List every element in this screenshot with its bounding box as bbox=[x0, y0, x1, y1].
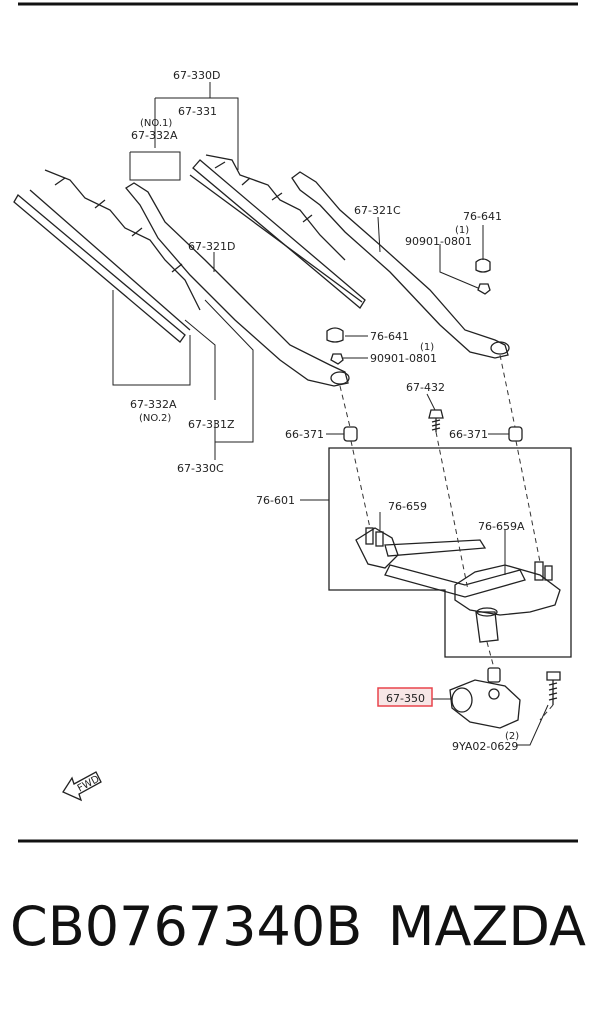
label-fwd: FWD bbox=[76, 774, 102, 795]
label-67-321C: 67-321C bbox=[354, 204, 401, 217]
bolt-9YA02-0629 bbox=[546, 671, 561, 705]
label-76-659: 76-659 bbox=[388, 500, 427, 513]
label-67-332A-top: 67-332A bbox=[131, 129, 178, 142]
label-qty2: (2) bbox=[505, 731, 519, 742]
label-no2: (NO.2) bbox=[139, 413, 171, 424]
cap-76-641-mid bbox=[326, 327, 344, 343]
label-9YA02-0629: 9YA02-0629 bbox=[452, 740, 518, 753]
linkage-assembly bbox=[355, 527, 561, 643]
assembly-dash-lines bbox=[339, 354, 554, 721]
highlight-box-67-350 bbox=[377, 687, 433, 707]
label-67-331Z: 67-331Z bbox=[188, 418, 235, 431]
nut-90901-top bbox=[477, 283, 491, 295]
label-67-330D: 67-330D bbox=[173, 69, 220, 82]
label-76-641-top: 76-641 bbox=[463, 210, 502, 223]
label-90901-top: 90901-0801 bbox=[405, 235, 472, 248]
leader-lines bbox=[112, 82, 549, 746]
wiper-arm-67-321C bbox=[291, 171, 510, 359]
pivot-cap-left bbox=[343, 426, 358, 442]
footer: CB0767340B MAZDA bbox=[0, 895, 600, 975]
label-76-601: 76-601 bbox=[256, 494, 295, 507]
label-67-350: 67-350 bbox=[386, 692, 425, 705]
label-67-330C: 67-330C bbox=[177, 462, 224, 475]
label-76-659A: 76-659A bbox=[478, 520, 525, 533]
wiper-blade-no1 bbox=[189, 154, 366, 309]
wiper-motor-67-350 bbox=[449, 667, 521, 729]
fwd-arrow-icon bbox=[62, 771, 102, 802]
label-66-371-left: 66-371 bbox=[285, 428, 324, 441]
label-66-371-right: 66-371 bbox=[449, 428, 488, 441]
label-qty1-mid: (1) bbox=[420, 342, 434, 353]
label-67-321D: 67-321D bbox=[188, 240, 235, 253]
wiper-arm-67-321D bbox=[125, 182, 350, 387]
nut-90901-mid bbox=[330, 353, 344, 365]
cap-76-641-top bbox=[475, 258, 491, 273]
part-number: CB0767340B bbox=[10, 895, 363, 958]
linkage-box-76-601 bbox=[328, 447, 572, 658]
pivot-cap-right bbox=[508, 426, 523, 442]
label-67-432: 67-432 bbox=[406, 381, 445, 394]
bolt-67-432 bbox=[428, 409, 444, 432]
label-qty1-top: (1) bbox=[455, 225, 469, 236]
label-90901-mid: 90901-0801 bbox=[370, 352, 437, 365]
wiper-blade-no2 bbox=[13, 169, 201, 343]
brand-name: MAZDA bbox=[387, 895, 586, 958]
label-no1: (NO.1) bbox=[140, 118, 172, 129]
label-67-332A-bot: 67-332A bbox=[130, 398, 177, 411]
label-76-641-mid: 76-641 bbox=[370, 330, 409, 343]
label-67-331: 67-331 bbox=[178, 105, 217, 118]
